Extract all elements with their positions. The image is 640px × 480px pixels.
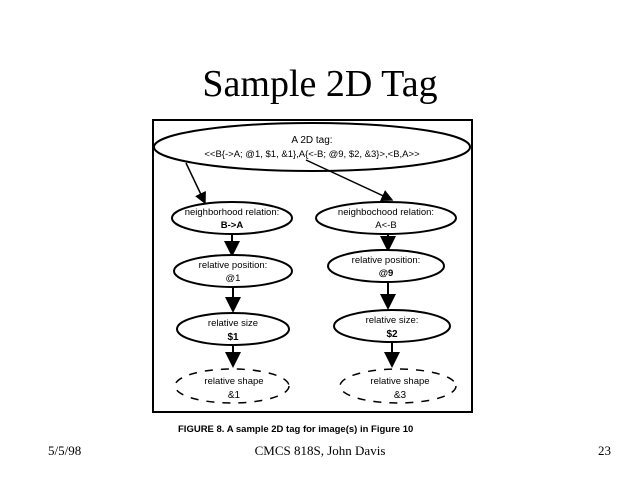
svg-text:A<-B: A<-B xyxy=(375,220,396,231)
page-number: 23 xyxy=(598,443,611,458)
svg-text:relative position:: relative position: xyxy=(199,260,268,271)
svg-text:neighbochood relation:: neighbochood relation: xyxy=(338,207,434,218)
svg-text:relative position:: relative position: xyxy=(352,255,421,266)
svg-text:B->A: B->A xyxy=(221,220,244,231)
figure-frame xyxy=(152,119,473,413)
svg-text:A 2D tag:: A 2D tag: xyxy=(291,135,332,146)
svg-text:relative shape: relative shape xyxy=(370,376,429,387)
right-shape-node: relative shape &3 xyxy=(339,368,457,404)
footer-date: 5/5/98 xyxy=(48,443,82,458)
svg-text:<<B{->A; @1, $1, &1},A{<-B; @9: <<B{->A; @1, $1, &1},A{<-B; @9, $2, &3}>… xyxy=(204,149,420,160)
right-size-node: relative size: $2 xyxy=(333,309,451,343)
left-position-node: relative position: @1 xyxy=(173,254,293,288)
right-neighborhood-node: neighbochood relation: A<-B xyxy=(315,201,457,235)
root-node: A 2D tag: <<B{->A; @1, $1, &1},A{<-B; @9… xyxy=(153,122,471,172)
svg-text:$1: $1 xyxy=(227,332,239,343)
svg-text:@9: @9 xyxy=(379,268,394,279)
figure-caption: FIGURE 8. A sample 2D tag for image(s) i… xyxy=(178,424,413,435)
footer-author: CMCS 818S, John Davis xyxy=(254,443,386,458)
svg-text:neighborhood relation:: neighborhood relation: xyxy=(185,207,280,218)
left-shape-node: relative shape &1 xyxy=(174,368,290,404)
svg-text:@1: @1 xyxy=(226,273,241,284)
slide-title: Sample 2D Tag xyxy=(202,63,438,105)
svg-text:relative size: relative size xyxy=(208,318,258,329)
svg-text:relative size:: relative size: xyxy=(366,315,419,326)
svg-text:&1: &1 xyxy=(228,390,241,401)
left-size-node: relative size $1 xyxy=(176,312,290,346)
right-position-node: relative position: @9 xyxy=(327,249,445,283)
svg-text:&3: &3 xyxy=(394,390,407,401)
svg-text:relative shape: relative shape xyxy=(204,376,263,387)
svg-text:$2: $2 xyxy=(386,329,398,340)
left-neighborhood-node: neighborhood relation: B->A xyxy=(171,201,293,235)
